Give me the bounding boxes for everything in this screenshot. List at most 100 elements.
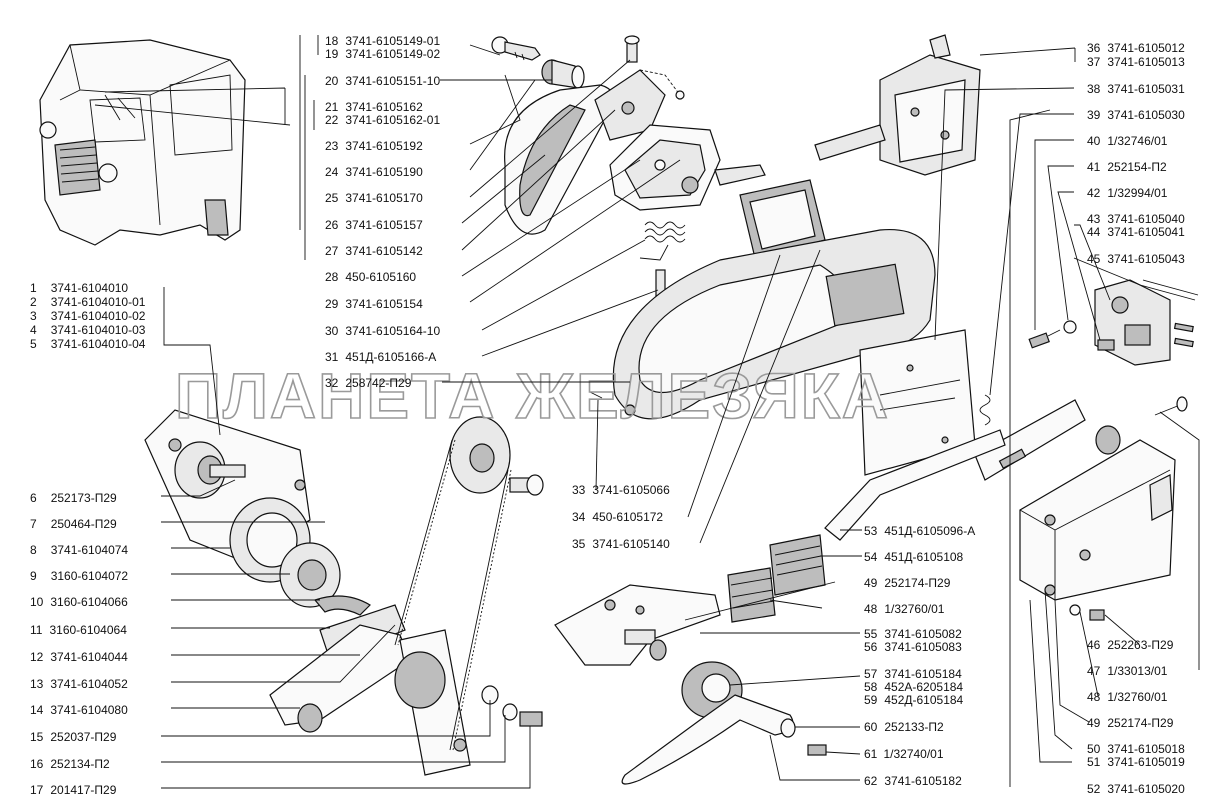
callout-part-code: 3741-6105182 xyxy=(884,774,962,788)
door-lock-block xyxy=(814,34,981,176)
callout-part-code: 3741-6105192 xyxy=(345,139,423,153)
callout-part-code: 3741-6105149-02 xyxy=(345,47,440,61)
callout-part-code: 252173-П29 xyxy=(51,491,117,505)
callout-number: 42 xyxy=(1087,186,1101,200)
callout-number: 14 xyxy=(30,703,44,717)
callout-number: 22 xyxy=(325,113,339,127)
callout-number: 16 xyxy=(30,757,44,771)
callout-label: 23 3741-6105192 xyxy=(325,139,423,153)
callout-number: 6 xyxy=(30,491,37,505)
return-spring xyxy=(639,221,686,261)
callout-part-code: 3741-6105142 xyxy=(345,244,423,258)
callout-part-code: 252154-П2 xyxy=(1107,160,1167,174)
callout-label: 6 252173-П29 xyxy=(30,491,117,505)
callout-number: 7 xyxy=(30,517,37,531)
callout-part-code: 3741-6104010-03 xyxy=(51,323,146,337)
callout-number: 24 xyxy=(325,165,339,179)
callout-number: 13 xyxy=(30,677,44,691)
screw-47 xyxy=(1154,396,1188,416)
callout-number: 18 xyxy=(325,34,339,48)
lock-pin xyxy=(624,35,640,63)
retainer-springs xyxy=(1139,279,1199,348)
gasket-frame xyxy=(739,179,826,259)
pulley-pin xyxy=(509,474,544,496)
callout-label: 33 3741-6105066 xyxy=(572,483,670,497)
callout-part-code: 252133-П2 xyxy=(884,720,944,734)
callout-number: 33 xyxy=(572,483,586,497)
handle-bracket xyxy=(554,584,721,666)
callout-part-code: 3741-6105164-10 xyxy=(345,324,440,338)
handle-shaft xyxy=(624,629,667,661)
callout-part-code: 3741-6105170 xyxy=(345,191,423,205)
callout-number: 59 xyxy=(864,693,878,707)
callout-number: 19 xyxy=(325,47,339,61)
callout-number: 29 xyxy=(325,297,339,311)
washer-16 xyxy=(502,703,518,721)
regulator-lever-arm xyxy=(269,624,411,733)
outer-handle-plate xyxy=(504,84,614,235)
callout-number: 43 xyxy=(1087,212,1101,226)
regulator-pulley xyxy=(449,416,511,494)
pad-block xyxy=(769,534,826,596)
callout-part-code: 3741-6105012 xyxy=(1107,41,1185,55)
callout-part-code: 3741-6105066 xyxy=(592,483,670,497)
callout-number: 47 xyxy=(1087,664,1101,678)
callout-part-code: 3741-6105019 xyxy=(1107,755,1185,769)
callout-number: 53 xyxy=(864,524,878,538)
callout-number: 28 xyxy=(325,270,339,284)
callout-part-code: 252174-П29 xyxy=(1107,716,1173,730)
callout-part-code: 3741-6105013 xyxy=(1107,55,1185,69)
callout-number: 23 xyxy=(325,139,339,153)
callout-number: 32 xyxy=(325,376,339,390)
callout-number: 39 xyxy=(1087,108,1101,122)
callout-label: 15 252037-П29 xyxy=(30,730,117,744)
callout-part-code: 3741-6105020 xyxy=(1107,782,1185,796)
retainer-bracket xyxy=(1094,279,1171,366)
callout-number: 45 xyxy=(1087,252,1101,266)
callout-number: 61 xyxy=(864,747,878,761)
callout-part-code: 3741-6105151-10 xyxy=(345,74,440,88)
callout-part-code: 452А-6205184 xyxy=(884,680,963,694)
callout-number: 3 xyxy=(30,309,37,323)
callout-number: 5 xyxy=(30,337,37,351)
washer-60 xyxy=(780,718,796,738)
callout-part-code: 451Д-6105108 xyxy=(884,550,963,564)
callout-number: 8 xyxy=(30,543,37,557)
regulator-drive-drum xyxy=(174,441,246,499)
callout-part-code: 3741-6105043 xyxy=(1107,252,1185,266)
callout-number: 2 xyxy=(30,295,37,309)
callout-part-code: 3741-6105083 xyxy=(884,640,962,654)
callout-part-code: 3741-6104052 xyxy=(50,677,128,691)
callout-number: 15 xyxy=(30,730,44,744)
callout-number: 10 xyxy=(30,595,44,609)
callout-label: 18 3741-6105149-01 xyxy=(325,34,440,48)
callout-part-code: 3160-6104066 xyxy=(50,595,128,609)
callout-part-code: 3741-6105018 xyxy=(1107,742,1185,756)
callout-part-code: 3741-6105082 xyxy=(884,627,962,641)
callout-number: 48 xyxy=(1087,690,1101,704)
callout-part-code: 3741-6105031 xyxy=(1107,82,1185,96)
callout-part-code: 3741-6105149-01 xyxy=(345,34,440,48)
inner-handle-bezel xyxy=(612,228,936,420)
callout-part-code: 252037-П29 xyxy=(50,730,116,744)
callout-number: 51 xyxy=(1087,755,1101,769)
